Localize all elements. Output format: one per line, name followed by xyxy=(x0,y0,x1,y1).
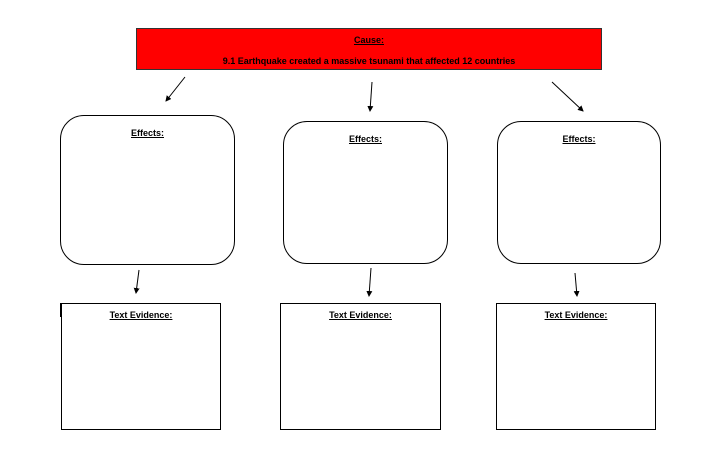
effect-label: Effects: xyxy=(348,134,382,144)
cause-title: Cause: xyxy=(353,35,384,45)
arrow-effect-to-evidence-2 xyxy=(366,267,373,297)
arrow-cause-to-effect-2 xyxy=(367,81,374,112)
effect-box: Effects: xyxy=(497,121,661,264)
evidence-box: Text Evidence: xyxy=(280,303,441,430)
evidence-label: Text Evidence: xyxy=(329,310,392,320)
arrow-effect-to-evidence-1 xyxy=(133,269,140,294)
cause-text: 9.1 Earthquake created a massive tsunami… xyxy=(222,56,516,66)
arrow-cause-to-effect-1 xyxy=(165,76,186,102)
effect-label: Effects: xyxy=(562,134,596,144)
effect-box: Effects: xyxy=(60,115,235,265)
arrow-cause-to-effect-3 xyxy=(551,81,584,112)
evidence-label: Text Evidence: xyxy=(109,310,173,320)
arrow-effect-to-evidence-3 xyxy=(573,272,580,297)
cause-box: Cause: 9.1 Earthquake created a massive … xyxy=(136,28,602,70)
evidence-box: Text Evidence: xyxy=(61,303,221,430)
evidence-label: Text Evidence: xyxy=(544,310,608,320)
evidence-box: Text Evidence: xyxy=(496,303,656,430)
effect-label: Effects: xyxy=(130,128,164,138)
effect-box: Effects: xyxy=(283,121,448,264)
